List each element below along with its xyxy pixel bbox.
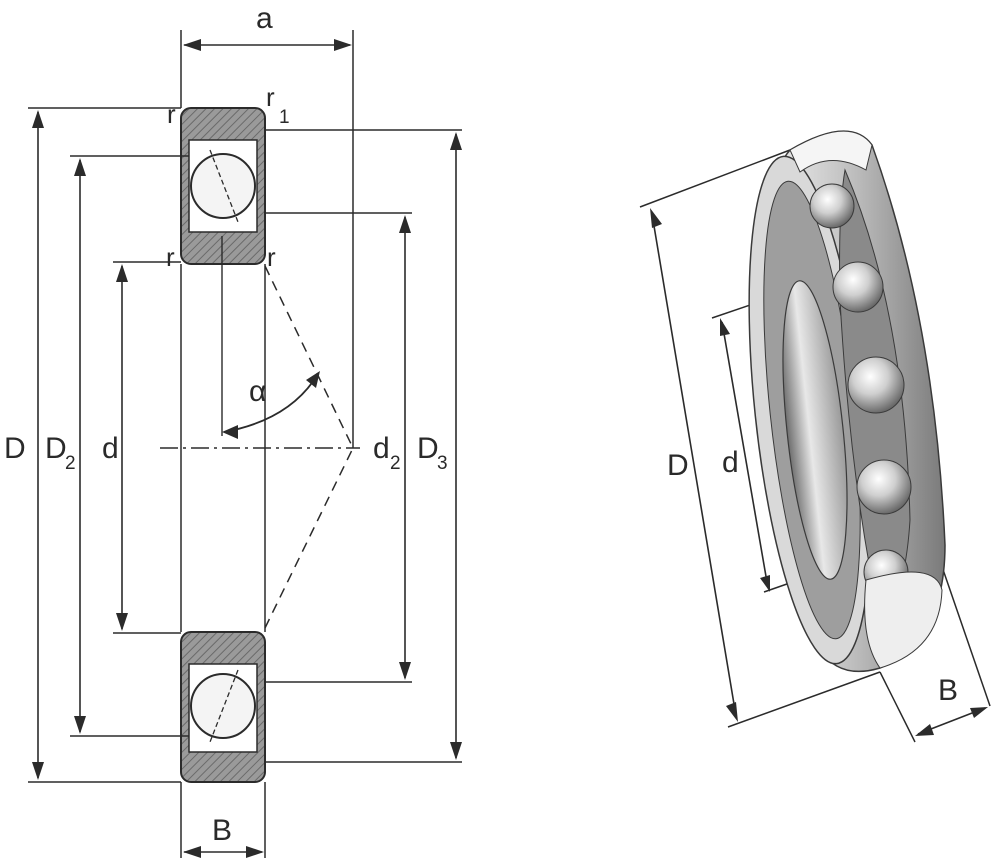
top-ball <box>190 153 256 219</box>
label-alpha: α <box>249 375 266 408</box>
label-a: a <box>256 2 273 35</box>
ball-1 <box>809 183 855 229</box>
bearing-3d <box>748 130 946 673</box>
bottom-ball <box>190 673 256 739</box>
label-r-mid-left: r <box>166 242 175 272</box>
label-r1-sub: 1 <box>279 107 290 128</box>
label-D2-sub: 2 <box>65 453 76 474</box>
label-B: B <box>212 814 232 847</box>
label-D: D <box>4 432 26 465</box>
bottom-ring-section <box>180 631 266 783</box>
label-r-mid-right: r <box>267 242 276 272</box>
label-D3: D <box>417 432 439 465</box>
ball-2 <box>832 261 884 313</box>
top-ring-section <box>180 107 266 265</box>
label-D3-sub: 3 <box>437 453 448 474</box>
label-r-top-left: r <box>167 99 176 129</box>
label-d2-sub: 2 <box>390 453 401 474</box>
label-3d-D: D <box>667 449 689 482</box>
label-d2: d <box>373 432 390 465</box>
bore <box>782 280 848 580</box>
ball-3 <box>847 356 905 414</box>
label-D2: D <box>45 432 67 465</box>
label-3d-B: B <box>938 674 958 707</box>
label-r1: r <box>266 82 275 112</box>
contact-angle-arc <box>223 373 319 433</box>
ball-4 <box>856 459 912 515</box>
section-view: a r r 1 r r α D D 2 d d 2 D 3 B <box>4 2 462 858</box>
perspective-view: D d B <box>639 130 991 743</box>
label-3d-d: d <box>722 446 739 479</box>
label-d: d <box>102 432 119 465</box>
